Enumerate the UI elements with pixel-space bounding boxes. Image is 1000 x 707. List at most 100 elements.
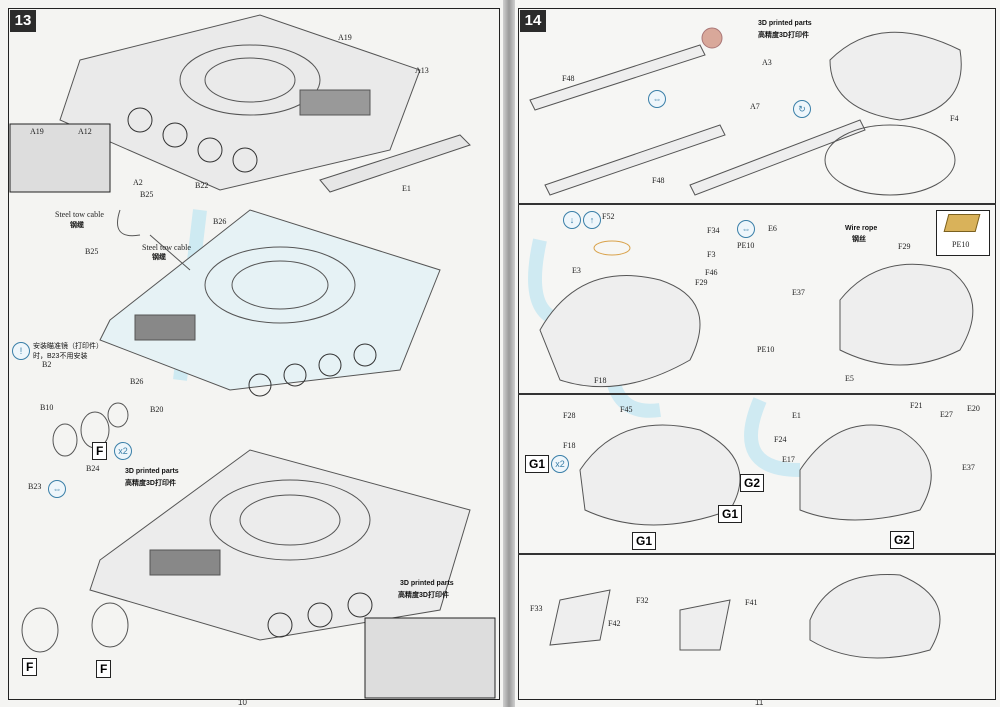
part-label: F18 (563, 441, 576, 450)
top-view-icon: ↑ (583, 211, 601, 229)
part-label: F32 (636, 596, 649, 605)
tank-hull-top (59, 14, 471, 193)
step-14-frame (518, 8, 996, 700)
page-number: 10 (238, 698, 247, 707)
printed-parts-label-zh: 高精度3D打印件 (398, 592, 449, 599)
assembly-note: 安装瞄准镜（打印件） (33, 343, 103, 350)
part-label: E27 (940, 410, 953, 419)
pe10-icon (943, 214, 981, 232)
part-label: F48 (652, 176, 665, 185)
part-label: B26 (213, 217, 227, 226)
wire-rope-label: Wire rope (845, 225, 878, 232)
turret-top (829, 31, 962, 121)
assembly-note: 时，B23不用安装 (33, 353, 88, 360)
part-label: F33 (530, 604, 543, 613)
subassembly-marker-g1: G1 (718, 505, 743, 523)
part-label: B20 (150, 405, 164, 414)
part-label: F28 (563, 411, 576, 420)
part-label: A12 (78, 127, 92, 136)
part-label: A19 (338, 33, 352, 42)
page-number: 11 (755, 698, 764, 707)
part-label: PE10 (757, 345, 775, 354)
part-label: E1 (792, 411, 801, 420)
part-label: PE10 (737, 241, 755, 250)
wheel-assembly (52, 402, 129, 457)
part-label: F52 (602, 212, 615, 221)
tow-cable-label: Steel tow cable (55, 210, 104, 219)
part-label: F48 (562, 74, 575, 83)
multiplier-badge: x2 (114, 442, 132, 460)
part-label: F3 (707, 250, 716, 259)
part-label: F45 (620, 405, 633, 414)
subassembly-marker-g1: G1 (632, 532, 657, 550)
part-label: F24 (774, 435, 787, 444)
part-label: F21 (910, 401, 923, 410)
step-number: 13 (10, 10, 36, 32)
rotate-icon: ⇔ (48, 480, 66, 498)
detail-inset-1 (9, 123, 111, 193)
part-label: E37 (962, 463, 975, 472)
part-label: F46 (705, 268, 718, 277)
part-label: F41 (745, 598, 758, 607)
part-label: E37 (792, 288, 805, 297)
turret-ring (824, 124, 956, 196)
part-label: F42 (608, 619, 621, 628)
gun-barrels (529, 44, 866, 196)
part-label: B22 (195, 181, 209, 190)
part-label: A13 (415, 66, 429, 75)
subassembly-marker: F (96, 660, 112, 678)
rotate-icon: ⇔ (648, 90, 666, 108)
tow-cable-label-zh: 钢缆 (70, 222, 84, 229)
part-label: E17 (782, 455, 795, 464)
part-label: A19 (30, 127, 44, 136)
printed-parts-label: 3D printed parts (400, 580, 454, 587)
subassembly-marker-g2: G2 (740, 474, 765, 492)
section-divider (518, 553, 996, 555)
flip-icon: ↻ (793, 100, 811, 118)
step-number: 14 (520, 10, 546, 32)
part-label: E3 (572, 266, 581, 275)
rotate-icon: ⇔ (737, 220, 755, 238)
turret-assembly-4 (549, 574, 941, 659)
subassembly-marker-g2: G2 (890, 531, 915, 549)
part-label: F29 (695, 278, 708, 287)
printed-parts-label-zh: 高精度3D打印件 (758, 32, 809, 39)
part-label: F4 (950, 114, 959, 123)
tow-cable-label: Steel tow cable (142, 243, 191, 252)
part-label: F29 (898, 242, 911, 251)
printed-parts-label: 3D printed parts (758, 20, 812, 27)
part-label: F18 (594, 376, 607, 385)
detail-inset-2 (364, 617, 496, 699)
tow-cable-label-zh: 钢缆 (152, 254, 166, 261)
info-icon: ! (12, 342, 30, 360)
part-label: B10 (40, 403, 54, 412)
part-label: B2 (42, 360, 52, 369)
subassembly-marker-g1: G1 (525, 455, 550, 473)
pe-part-label: PE10 (952, 240, 970, 249)
turret-assembly-3 (579, 424, 932, 526)
book-gutter (503, 0, 515, 707)
part-label: B23 (28, 482, 42, 491)
part-label: E6 (768, 224, 777, 233)
part-label: E1 (402, 184, 411, 193)
printed-parts-label: 3D printed parts (125, 468, 179, 475)
section-divider (518, 203, 996, 205)
part-label: A3 (762, 58, 772, 67)
subassembly-marker: F (92, 442, 108, 460)
bottom-view-icon: ↓ (563, 211, 581, 229)
part-label: A2 (133, 178, 143, 187)
part-label: E5 (845, 374, 854, 383)
part-label: F34 (707, 226, 720, 235)
part-label: B24 (86, 464, 100, 473)
tank-hull-middle (99, 209, 441, 397)
part-label: B25 (85, 247, 99, 256)
part-label: B26 (130, 377, 144, 386)
turret-assembly-2 (539, 240, 974, 388)
printed-part-image (701, 27, 723, 49)
printed-parts-label-zh: 高精度3D打印件 (125, 480, 176, 487)
subassembly-marker: F (22, 658, 38, 676)
wire-rope-label-zh: 钢丝 (852, 236, 866, 243)
tank-hull-bottom (21, 449, 471, 653)
multiplier-badge: x2 (551, 455, 569, 473)
